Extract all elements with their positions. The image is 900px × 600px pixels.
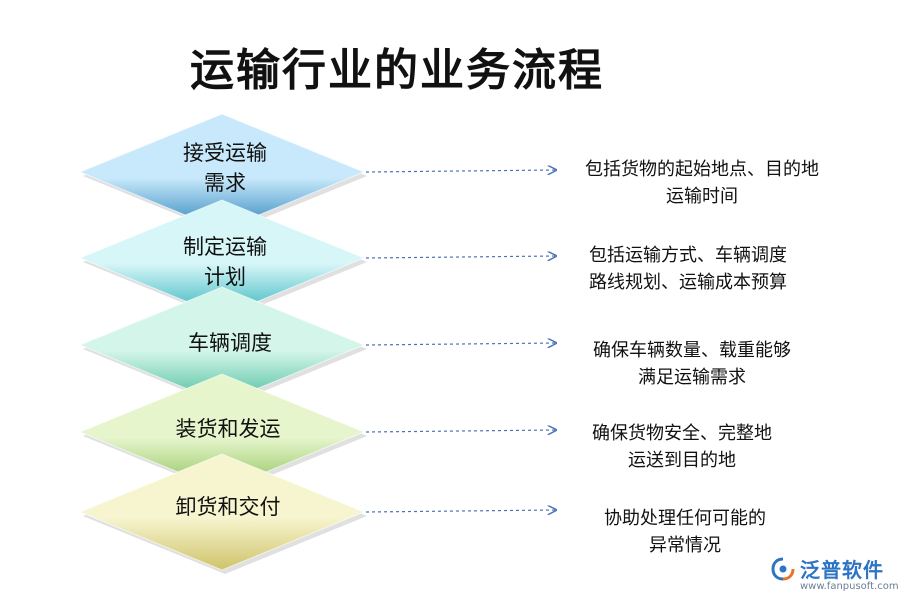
step-3-label: 车辆调度 [140, 328, 320, 358]
step-4-label: 装货和发运 [138, 414, 318, 444]
diagram-title: 运输行业的业务流程 [190, 45, 604, 96]
logo-name: 泛普软件 [800, 558, 884, 582]
step-5-desc-line1: 协助处理任何可能的 [604, 508, 766, 529]
step-2-desc-line1: 包括运输方式、车辆调度 [589, 245, 787, 266]
step-2-desc-line2: 路线规划、运输成本预算 [589, 272, 787, 293]
step-4-diamond [78, 373, 366, 491]
step-5-diamond [78, 453, 366, 571]
step-2-diamond [78, 199, 366, 317]
step-1-line2: 需求 [204, 171, 246, 195]
step-1-desc-line2: 运输时间 [666, 186, 738, 207]
step-4-connector-arrow [365, 430, 556, 432]
step-4-line1: 装货和发运 [175, 417, 281, 441]
step-5-connector-arrow [365, 510, 556, 512]
fanpu-logo-icon [771, 557, 795, 581]
logo-url: www.fanpusoft.com [800, 581, 899, 592]
step-3-desc-line2: 满足运输需求 [638, 367, 746, 388]
step-5-desc-line2: 异常情况 [649, 535, 721, 556]
step-2-line1: 制定运输 [183, 235, 267, 259]
step-5-line1: 卸货和交付 [175, 495, 281, 519]
step-2-line2: 计划 [204, 265, 246, 289]
step-3-desc-line1: 确保车辆数量、载重能够 [593, 340, 791, 361]
step-1-line1: 接受运输 [183, 141, 267, 165]
step-5-label: 卸货和交付 [138, 492, 318, 522]
step-1-label: 接受运输 需求 [135, 138, 315, 198]
step-4-desc-line1: 确保货物安全、完整地 [592, 423, 772, 444]
step-2-connector-arrow [365, 256, 556, 258]
step-3-description: 确保车辆数量、载重能够 满足运输需求 [542, 337, 842, 391]
step-2-label: 制定运输 计划 [135, 232, 315, 292]
step-3-line1: 车辆调度 [188, 331, 272, 355]
step-2-description: 包括运输方式、车辆调度 路线规划、运输成本预算 [538, 242, 838, 296]
step-3-diamond [78, 286, 366, 404]
step-1-description: 包括货物的起始地点、目的地 运输时间 [552, 156, 852, 210]
step-4-desc-line2: 运送到目的地 [628, 450, 736, 471]
step-4-description: 确保货物安全、完整地 运送到目的地 [532, 420, 832, 474]
step-1-diamond [78, 113, 366, 231]
step-1-desc-line1: 包括货物的起始地点、目的地 [585, 159, 819, 180]
step-1-connector-arrow [365, 170, 556, 172]
brand-logo: 泛普软件 www.fanpusoft.com [770, 554, 899, 598]
step-3-connector-arrow [365, 343, 556, 345]
step-5-description: 协助处理任何可能的 异常情况 [535, 505, 835, 559]
